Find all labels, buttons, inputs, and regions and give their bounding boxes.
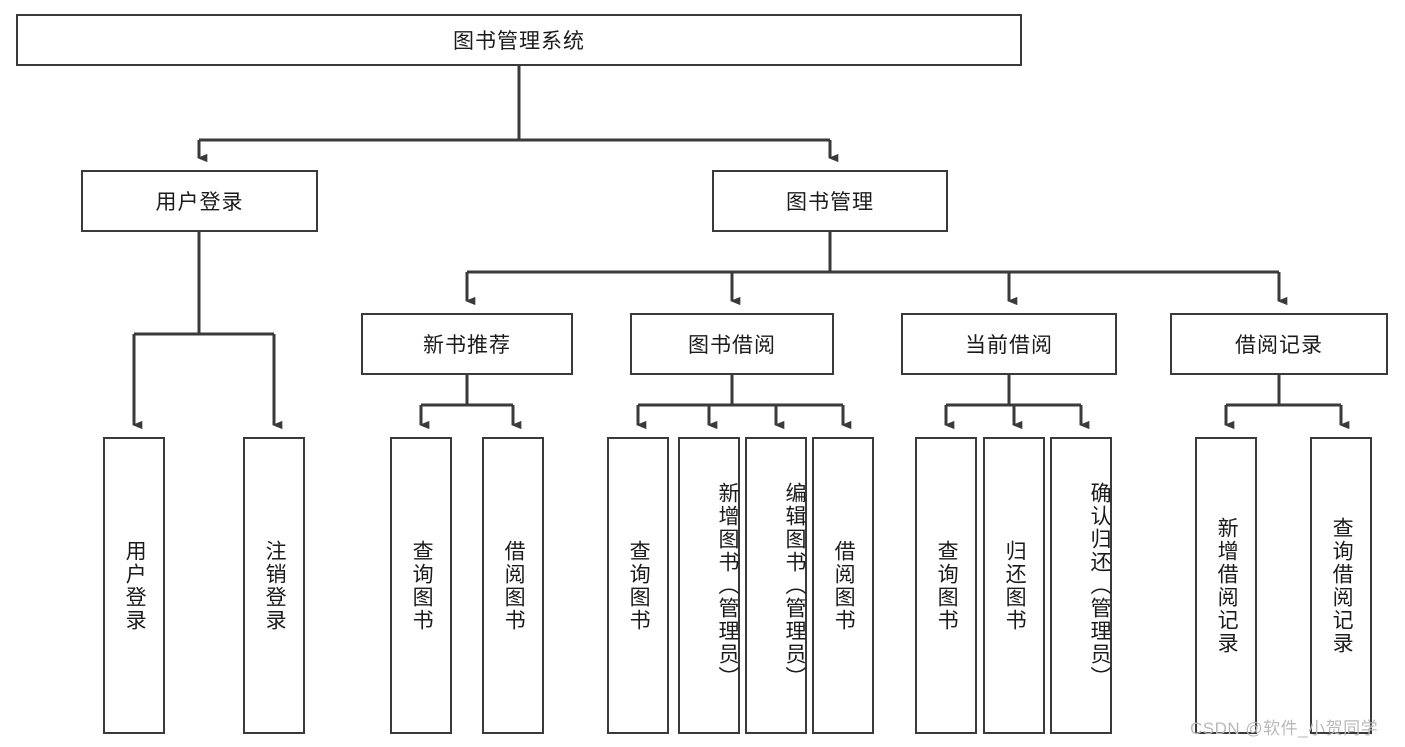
node-label: 归还图书 [1003, 539, 1027, 632]
node-leaf-查询借阅记录-12[interactable]: 查询借阅记录 [1310, 437, 1372, 734]
node-label: 借阅图书 [832, 539, 856, 632]
node-label: 图书借阅 [688, 334, 776, 357]
node-level3-借阅记录-3[interactable]: 借阅记录 [1170, 313, 1388, 375]
node-leaf-编辑图书管理员-6[interactable]: 编辑图书（管理员） [745, 437, 807, 734]
node-label: 用户登录 [123, 539, 147, 632]
node-label: 图书管理 [786, 191, 874, 214]
node-leaf-查询图书-2[interactable]: 查询图书 [390, 437, 452, 734]
node-leaf-新增图书管理员-5[interactable]: 新增图书（管理员） [678, 437, 740, 734]
node-level2-图书管理-1[interactable]: 图书管理 [712, 170, 948, 232]
node-leaf-归还图书-9[interactable]: 归还图书 [983, 437, 1045, 734]
node-label: 新增图书（管理员） [716, 482, 739, 689]
node-leaf-查询图书-4[interactable]: 查询图书 [607, 437, 669, 734]
node-label: 注销登录 [263, 539, 287, 632]
node-label: 编辑图书（管理员） [783, 482, 806, 689]
node-leaf-查询图书-8[interactable]: 查询图书 [915, 437, 977, 734]
node-root-book-management-system[interactable]: 图书管理系统 [16, 14, 1022, 66]
node-leaf-借阅图书-7[interactable]: 借阅图书 [812, 437, 874, 734]
node-label: 图书管理系统 [453, 30, 585, 53]
node-leaf-注销登录-1[interactable]: 注销登录 [243, 437, 305, 734]
node-level3-图书借阅-1[interactable]: 图书借阅 [630, 313, 834, 375]
node-label: 当前借阅 [965, 334, 1053, 357]
node-label: 用户登录 [155, 191, 244, 214]
node-level3-新书推荐-0[interactable]: 新书推荐 [361, 313, 573, 375]
node-label: 确认归还（管理员） [1088, 482, 1111, 689]
node-level2-用户登录-0[interactable]: 用户登录 [81, 170, 318, 232]
node-label: 查询图书 [935, 539, 959, 632]
node-label: 借阅记录 [1235, 334, 1323, 357]
node-label: 新增借阅记录 [1215, 516, 1239, 655]
node-leaf-确认归还管理员-10[interactable]: 确认归还（管理员） [1050, 437, 1112, 734]
csdn-watermark: CSDN @软件_小贺同学 [1190, 719, 1379, 738]
node-label: 新书推荐 [423, 334, 511, 357]
node-level3-当前借阅-2[interactable]: 当前借阅 [901, 313, 1117, 375]
node-leaf-借阅图书-3[interactable]: 借阅图书 [482, 437, 544, 734]
node-leaf-用户登录-0[interactable]: 用户登录 [103, 437, 165, 734]
node-label: 查询图书 [627, 539, 651, 632]
node-label: 查询图书 [410, 539, 434, 632]
node-leaf-新增借阅记录-11[interactable]: 新增借阅记录 [1195, 437, 1257, 734]
node-label: 查询借阅记录 [1330, 516, 1354, 655]
node-label: 借阅图书 [502, 539, 526, 632]
